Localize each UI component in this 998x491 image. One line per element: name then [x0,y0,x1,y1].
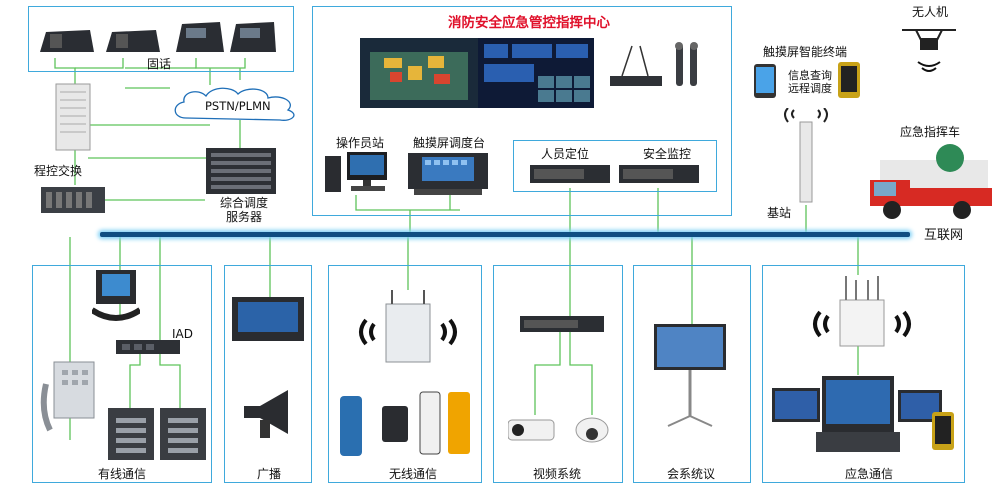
video-switch-icon [520,316,604,332]
wire-switch-cam1 [534,330,561,415]
emergency-label: 应急通信 [845,467,894,481]
radio-devices-icon [340,391,470,456]
video-box [493,265,623,483]
conference-mic-icon [610,42,698,86]
portable-base-station-icon [813,276,911,347]
iad-label: IAD [172,327,193,341]
video-wall-icon [360,38,594,108]
wire-phone4 [195,58,246,69]
conference-screen-icon [654,324,726,427]
base-station-label: 基站 [767,206,792,220]
industrial-phone-2-icon [160,408,206,460]
positioning-label: 人员定位 [541,147,590,161]
fixed-phone-box [28,6,294,72]
command-vehicle-icon [870,144,992,219]
server-label: 综合调度 服务器 [220,196,269,225]
operator-station-label: 操作员站 [336,136,385,150]
phone-terminal-icon [754,64,776,98]
loudspeaker-icon [244,390,288,438]
desk-phones-icon [40,22,276,52]
drone-icon [902,29,956,72]
network-bus [100,232,910,237]
touch-console-label: 触摸屏调度台 [413,136,486,150]
command-vehicle-label: 应急指挥车 [900,125,961,139]
wire-phone2 [75,58,124,69]
terminal-label: 触摸屏智能终端 [763,45,848,59]
pbx-cabinet-icon [55,83,91,151]
wire-switch-cam2 [569,330,593,415]
cloud-icon [174,87,295,121]
wire-iad-phone2 [159,352,181,410]
industrial-phone-1-icon [108,408,154,460]
broadcast-label: 广播 [257,467,282,481]
cameras-icon [508,417,609,443]
broadcast-box [224,265,312,483]
pstn-label: PSTN/PLMN [205,99,271,113]
video-label: 视频系统 [533,467,582,481]
command-center-box [312,6,732,216]
emergency-box [762,265,965,483]
command-center-title: 消防安全应急管控指挥中心 [448,15,610,31]
monitoring-server-icon [619,165,699,183]
wire-phone1 [54,58,76,85]
explosion-proof-phone-icon [40,361,95,432]
wireless-label: 无线通信 [389,467,438,481]
positioning-server-icon [530,165,610,183]
wire-operator [355,195,460,211]
monitoring-label: 安全监控 [643,147,692,161]
wireless-ap-icon [359,290,457,363]
broadcast-terminal-icon [232,297,304,341]
wire-iad-phone1 [129,352,141,410]
dispatch-server-icon [206,148,276,194]
drone-label: 无人机 [912,5,949,19]
internet-label: 互联网 [924,228,964,243]
emergency-kit-icon [772,376,954,452]
wireless-box [328,265,482,483]
positioning-box [513,140,717,192]
operator-pc-icon [325,152,387,192]
iad-device-icon [116,340,180,354]
gateway-icon [41,187,105,213]
fixed-phone-label: 固话 [147,57,172,71]
rugged-terminal-icon [838,62,860,98]
wired-box [32,265,212,483]
conference-box [633,265,751,483]
touch-console-icon [408,153,488,195]
base-station-icon [784,108,828,203]
wired-label: 有线通信 [98,467,147,481]
conference-label: 会系统议 [667,467,716,481]
video-phone-icon [92,270,140,321]
pbx-label: 程控交换 [34,164,83,178]
terminal-note: 信息查询 远程调度 [788,69,832,95]
